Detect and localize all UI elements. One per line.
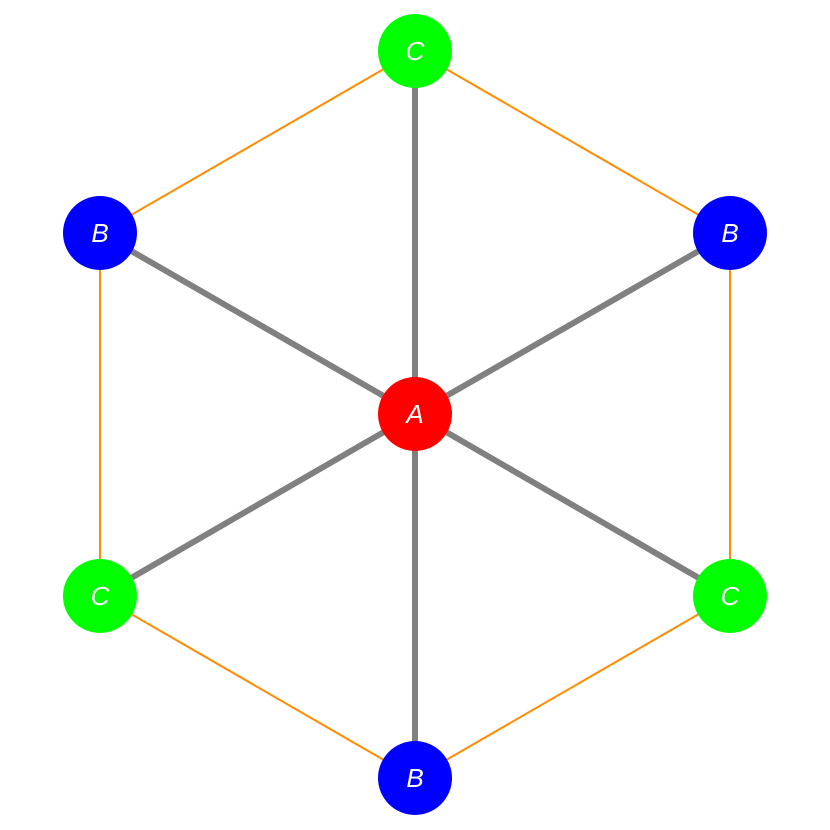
node-top: C [378,14,452,88]
node-label-center: A [404,399,423,429]
node-label-lower-right: C [721,581,740,611]
node-upper-left: B [63,196,137,270]
node-circle-center [378,377,452,451]
spoke-edges [98,51,732,778]
spoke-edge-center-lower-right [413,411,732,599]
node-bottom: B [378,741,452,815]
ring-edges [99,50,731,779]
node-label-upper-right: B [721,218,738,248]
node-label-top: C [406,36,425,66]
node-label-upper-left: B [91,218,108,248]
spoke-edge-center-upper-right [413,230,732,417]
node-circle-top [378,14,452,88]
node-circle-lower-right [693,559,767,633]
ring-edge-top-upper-right [414,50,731,234]
ring-edge-lower-right-bottom [414,595,731,779]
node-center: A [378,377,452,451]
node-upper-right: B [693,196,767,270]
spoke-edge-center-upper-left [98,230,417,417]
spoke-edge-center-lower-left [98,411,417,599]
node-label-lower-left: C [91,581,110,611]
node-circle-bottom [378,741,452,815]
node-lower-left: C [63,559,137,633]
node-lower-right: C [693,559,767,633]
node-circle-upper-left [63,196,137,270]
node-label-bottom: B [406,763,423,793]
ring-edge-upper-left-top [99,50,416,234]
ring-edge-bottom-lower-left [99,595,416,779]
node-circle-upper-right [693,196,767,270]
graph-nodes: A C B C B C B [63,14,767,815]
node-circle-lower-left [63,559,137,633]
